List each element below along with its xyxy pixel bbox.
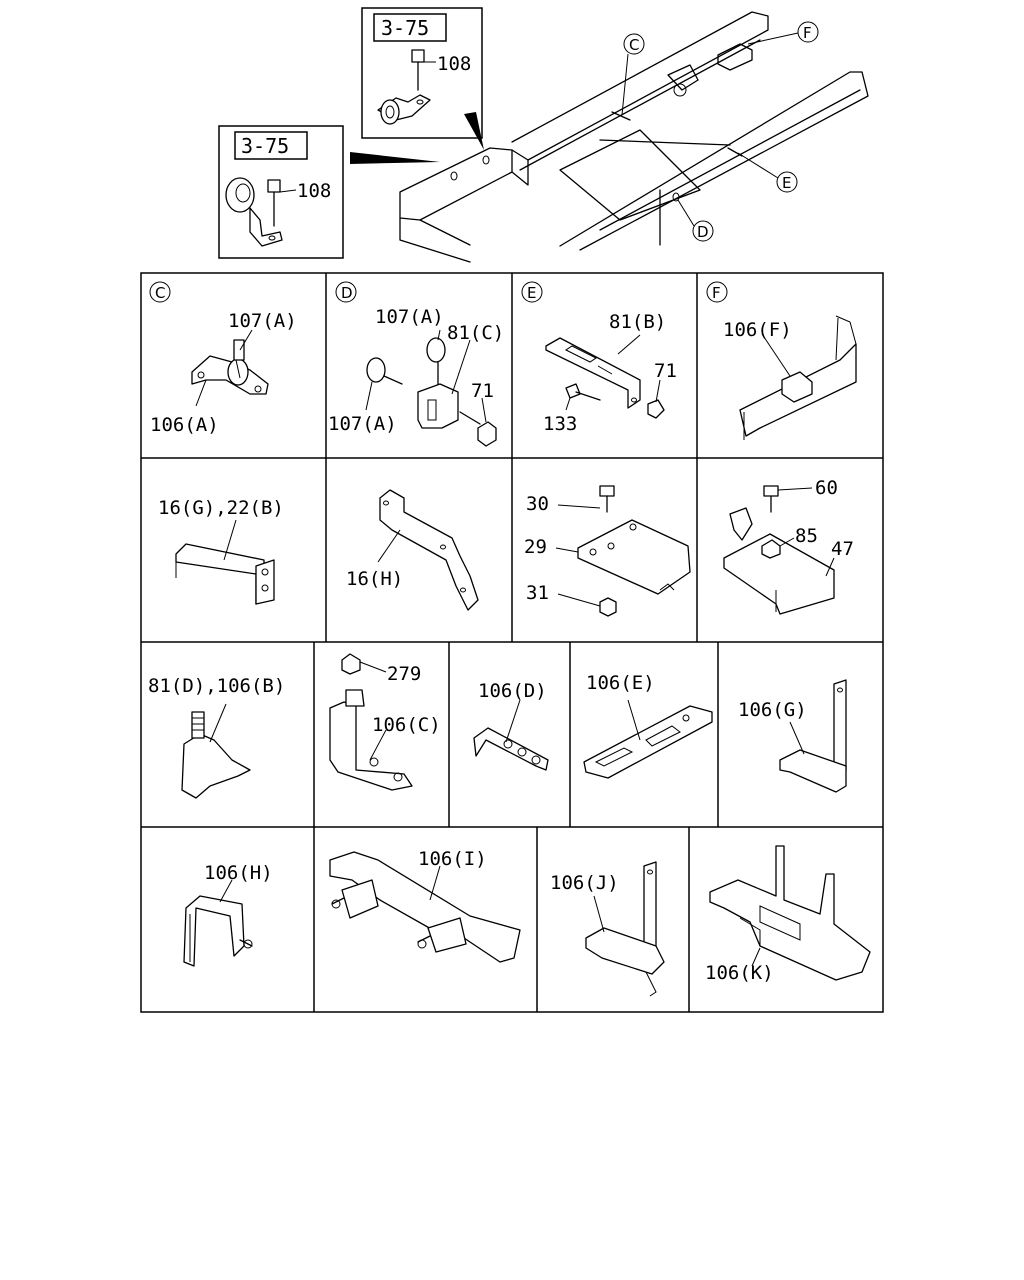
chassis-frame-overview [399,11,869,263]
marker-d-overview: D [692,220,714,242]
cell-plate-106e: 106(E) [583,672,713,779]
svg-text:C: C [629,36,639,54]
svg-text:47: 47 [831,538,854,560]
cell-bracket-106c: 279 106(C) [329,653,441,791]
svg-text:30: 30 [526,493,549,515]
inset-box-upper [361,7,483,139]
cell-bracket-16g-22b: 16(G),22(B) [158,497,284,605]
svg-text:16(H): 16(H) [346,568,403,590]
part-108-upper: 108 [437,53,471,75]
svg-text:D: D [341,284,353,302]
cell-bracket-106k: 106(K) [705,845,871,984]
svg-text:107(A): 107(A) [228,310,297,332]
svg-text:71: 71 [471,380,494,402]
svg-text:106(G): 106(G) [738,699,807,721]
svg-text:C: C [155,284,165,302]
detail-arrow [350,152,440,164]
svg-text:107(A): 107(A) [375,306,444,328]
parts-grid [140,272,884,1013]
svg-text:106(D): 106(D) [478,680,547,702]
part-108-lower: 108 [297,180,331,202]
marker-e-overview: E [776,171,798,193]
svg-text:E: E [527,284,536,302]
svg-text:279: 279 [387,663,421,685]
marker-f-overview: F [797,21,819,43]
svg-text:133: 133 [543,413,577,435]
svg-text:106(F): 106(F) [723,319,792,341]
svg-text:31: 31 [526,582,549,604]
svg-text:106(E): 106(E) [586,672,655,694]
cell-bracket-106j: 106(J) [550,861,665,997]
svg-text:106(K): 106(K) [705,962,774,984]
svg-text:81(D),106(B): 81(D),106(B) [148,675,285,697]
svg-text:E: E [782,174,791,192]
cell-c: C 107(A) 106(A) [149,281,297,436]
cell-plate-29: 30 29 31 [524,485,691,617]
ref-label-upper: 3-75 [381,16,429,40]
svg-text:F: F [712,284,721,302]
svg-text:81(B): 81(B) [609,311,666,333]
cell-bracket-47: 60 85 47 [723,477,854,615]
inset-box-lower [218,125,344,259]
svg-text:81(C): 81(C) [447,322,504,344]
svg-text:106(A): 106(A) [150,414,219,436]
cell-d: D 107(A) 81(C) 71 107(A) [328,281,504,447]
cell-bracket-81d-106b: 81(D),106(B) [148,675,285,799]
svg-text:106(H): 106(H) [204,862,273,884]
cell-bracket-106h: 106(H) [183,862,273,967]
svg-text:16(G),22(B): 16(G),22(B) [158,497,284,519]
svg-text:F: F [803,24,812,42]
detail-arrow [464,112,484,150]
cell-bracket-106g: 106(G) [738,679,847,793]
marker-c-overview: C [623,33,645,55]
svg-text:D: D [697,223,709,241]
svg-text:106(C): 106(C) [372,714,441,736]
cell-bracket-106d: 106(D) [473,680,549,771]
clamp-lower [225,177,283,247]
svg-text:71: 71 [654,360,677,382]
svg-text:106(J): 106(J) [550,872,619,894]
cell-e: E 81(B) 71 133 [521,281,677,435]
cell-f: F 106(F) [706,281,857,440]
clamp-upper [377,49,431,125]
cell-bracket-106i: 106(I) [329,848,521,963]
svg-text:106(I): 106(I) [418,848,487,870]
svg-text:107(A): 107(A) [328,413,397,435]
ref-box-upper [373,13,447,42]
svg-text:60: 60 [815,477,838,499]
svg-text:29: 29 [524,536,547,558]
cell-bracket-16h: 16(H) [346,489,479,611]
ref-box-lower [234,131,308,160]
svg-text:85: 85 [795,525,818,547]
ref-label-lower: 3-75 [241,134,289,158]
